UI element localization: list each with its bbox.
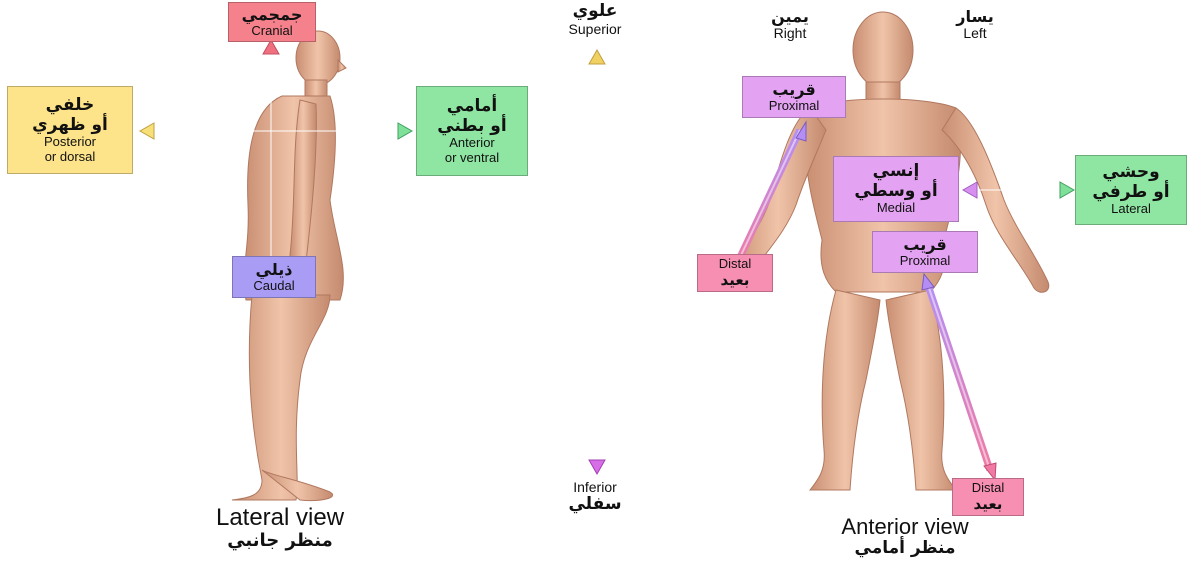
distal-arm-label: Distal بعيد <box>697 254 773 292</box>
lateral-side-arabic-2: أو طرفي <box>1092 183 1169 203</box>
anterior-label: أمامي أو بطني Anterior or ventral <box>416 86 528 176</box>
right-english: Right <box>745 26 835 41</box>
anterior-view-caption: Anterior view منظر أمامي <box>785 515 1025 559</box>
posterior-label: خلفي أو ظهري Posterior or dorsal <box>7 86 133 174</box>
caudal-english: Caudal <box>253 279 294 293</box>
posterior-arabic-1: خلفي <box>46 96 95 116</box>
proximal-arm-arabic: قريب <box>772 81 815 99</box>
distal-arm-english: Distal <box>719 257 752 271</box>
superior-inferior-arrow <box>589 50 605 474</box>
distal-leg-label: Distal بعيد <box>952 478 1024 516</box>
distal-leg-arabic: بعيد <box>974 496 1003 513</box>
distal-arm-arabic: بعيد <box>721 272 750 289</box>
medial-arabic-1: إنسي <box>873 162 920 182</box>
superior-label: علوي Superior <box>535 2 655 37</box>
lateral-side-arabic-1: وحشي <box>1102 163 1159 183</box>
caudal-label: ذيلي Caudal <box>232 256 316 298</box>
right-arabic: يمين <box>745 8 835 26</box>
lateral-side-english: Lateral <box>1111 202 1151 216</box>
anterior-english-1: Anterior <box>449 136 495 150</box>
inferior-arabic: سفلي <box>535 495 655 515</box>
proximal-leg-arabic: قريب <box>903 236 946 254</box>
distal-leg-english: Distal <box>972 481 1005 495</box>
superior-english: Superior <box>535 22 655 37</box>
posterior-english-2: or dorsal <box>45 150 96 164</box>
proximal-arm-label: قريب Proximal <box>742 76 846 118</box>
proximal-leg-english: Proximal <box>900 254 951 268</box>
medial-english: Medial <box>877 201 915 215</box>
inferior-english: Inferior <box>535 480 655 495</box>
posterior-arabic-2: أو ظهري <box>32 116 108 136</box>
proximal-arm-english: Proximal <box>769 99 820 113</box>
lateral-side-label: وحشي أو طرفي Lateral <box>1075 155 1187 225</box>
cranial-label: جمجمي Cranial <box>228 2 316 42</box>
anterior-english-2: or ventral <box>445 151 499 165</box>
lateral-view-title-arabic: منظر جانبي <box>150 531 410 552</box>
medial-arabic-2: أو وسطي <box>854 182 937 202</box>
anterior-view-title: Anterior view <box>785 515 1025 539</box>
anterior-arabic-1: أمامي <box>447 97 497 117</box>
medial-label: إنسي أو وسطي Medial <box>833 156 959 222</box>
cranial-english: Cranial <box>251 24 292 38</box>
left-english: Left <box>930 26 1020 41</box>
anterior-view-title-arabic: منظر أمامي <box>785 539 1025 559</box>
proximal-leg-label: قريب Proximal <box>872 231 978 273</box>
anterior-arabic-2: أو بطني <box>437 117 506 137</box>
lateral-view-title: Lateral view <box>150 505 410 531</box>
right-side-label: يمين Right <box>745 8 835 42</box>
left-arabic: يسار <box>930 8 1020 26</box>
lateral-view-caption: Lateral view منظر جانبي <box>150 505 410 552</box>
caudal-arabic: ذيلي <box>256 261 293 279</box>
left-side-label: يسار Left <box>930 8 1020 42</box>
posterior-english-1: Posterior <box>44 135 96 149</box>
inferior-label: Inferior سفلي <box>535 480 655 515</box>
superior-arabic: علوي <box>535 2 655 22</box>
cranial-arabic: جمجمي <box>242 6 303 24</box>
